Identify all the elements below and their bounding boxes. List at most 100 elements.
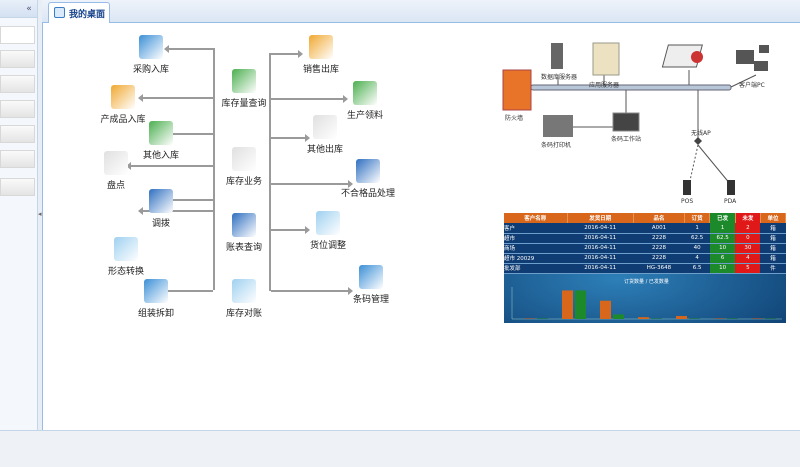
module-icon [353,81,377,105]
module-label: 销售出库 [302,65,339,75]
bar-已发-2 [575,290,586,319]
module-label: 盘点 [106,181,125,191]
arrow-connector [271,226,310,234]
arrow-connector [138,207,213,215]
column-header[interactable]: 客户名称 [504,213,568,223]
network-diagram: 防火墙 数据库服务器 应用服务器 客户端PC 条码打印机 条码工作站 无线AP … [502,42,769,205]
sidebar-item[interactable] [0,125,35,143]
module-icon [232,279,256,303]
sidebar-item[interactable] [0,50,35,68]
table-cell: 箱 [760,223,786,234]
table-cell: 箱 [760,243,786,254]
tab-my-desktop[interactable]: 我的桌面 [48,2,110,23]
arrow-connector [164,45,213,53]
module-label: 货位调整 [309,241,346,251]
module-right-4[interactable]: 货位调整 [293,211,363,251]
table-cell: 箱 [760,233,786,244]
table-cell: 2016-04-11 [567,263,634,274]
table-cell: 2016-04-11 [567,253,634,264]
table-cell: 1 [709,223,736,234]
module-icon [309,35,333,59]
module-left-3[interactable]: 盘点 [81,151,151,191]
module-icon [232,213,256,237]
module-left-4[interactable]: 调拨 [126,189,196,229]
module-label: 库存量查询 [221,99,267,109]
module-label: 组装拆卸 [137,309,174,319]
module-icon [232,147,256,171]
table-cell: 62.5 [684,233,710,244]
table-cell: A001 [633,223,685,234]
arrow-connector [271,134,310,142]
sidebar-item[interactable] [0,100,35,118]
module-right-2[interactable]: 其他出库 [290,115,360,155]
table-cell: 2016-04-11 [567,243,634,254]
collapse-icon[interactable]: « [26,4,32,14]
module-left-6[interactable]: 组装拆卸 [121,279,191,319]
module-icon [313,115,337,139]
table-cell: 40 [684,243,710,254]
table-cell: 件 [760,263,786,274]
module-left-1[interactable]: 产成品入库 [88,85,158,125]
sidebar-item[interactable] [0,178,35,196]
svg-text:条码工作站: 条码工作站 [611,135,641,143]
table-cell: 商场 [504,243,567,254]
splitter[interactable]: ◂ [38,0,42,430]
table-cell: 6 [709,253,736,264]
module-right-0[interactable]: 销售出库 [286,35,356,75]
column-header[interactable]: 订货 [684,213,711,223]
sidebar-item[interactable] [0,75,35,93]
svg-text:POS: POS [681,198,693,205]
module-left-2[interactable]: 其他入库 [126,121,196,161]
bar-订货-4 [638,317,649,319]
module-center-2[interactable]: 账表查询 [209,213,279,253]
column-header[interactable]: 发货日期 [567,213,635,223]
table-cell: 箱 [760,253,786,264]
column-header[interactable]: 单位 [760,213,786,223]
module-icon [111,85,135,109]
svg-text:应用服务器: 应用服务器 [589,81,619,89]
arrow-connector [126,162,213,170]
module-center-1[interactable]: 库存业务 [209,147,279,187]
sidebar: « [0,0,38,430]
table-cell: 62.5 [709,233,736,244]
module-left-5[interactable]: 形态转换 [91,237,161,277]
module-center-0[interactable]: 库存量查询 [209,69,279,109]
table-cell: 批发部 [504,263,567,274]
column-header[interactable]: 已发 [709,213,736,223]
tab-bar: 我的桌面 [42,0,800,23]
module-left-0[interactable]: 采购入库 [116,35,186,75]
table-cell: 4 [684,253,710,264]
sidebar-item[interactable] [0,150,35,168]
arrow-connector [138,94,213,102]
module-label: 调拨 [151,219,170,229]
module-label: 库存业务 [225,177,262,187]
table-cell: 4 [735,253,761,264]
table-cell: 10 [709,263,736,274]
table-cell: 2016-04-11 [567,233,634,244]
module-right-3[interactable]: 不合格品处理 [333,159,403,199]
module-right-5[interactable]: 条码管理 [336,265,406,305]
module-right-1[interactable]: 生产领料 [330,81,400,121]
table-cell: 6.5 [684,263,710,274]
bar-订货-2 [562,290,573,319]
table-cell: 1 [684,223,710,234]
module-icon [359,265,383,289]
sidebar-item[interactable] [0,26,35,44]
table-cell: HG-3648 [633,263,685,274]
table-cell: 30 [735,243,761,254]
module-label: 形态转换 [107,267,144,277]
table-cell: 2228 [633,233,685,244]
table-cell: 2016-04-11 [567,223,634,234]
arrow-connector [271,287,353,295]
expand-arrow-icon[interactable]: ◂ [38,210,42,218]
module-label: 其他入库 [142,151,179,161]
module-center-3[interactable]: 库存对账 [209,279,279,319]
column-header[interactable]: 品名 [633,213,685,223]
svg-text:无线AP: 无线AP [691,129,711,137]
column-header[interactable]: 未发 [735,213,761,223]
